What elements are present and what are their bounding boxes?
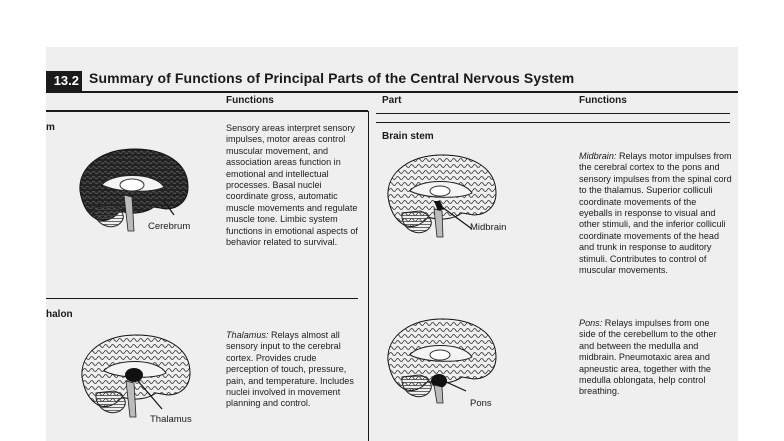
label-thalamus: Thalamus [150, 414, 192, 425]
cerebrum-illustration [79, 148, 189, 232]
part-thalamus-fragment: halon [46, 309, 73, 320]
title-rule [46, 91, 738, 93]
label-midbrain: Midbrain [470, 222, 507, 233]
midbrain-illustration [387, 154, 497, 238]
functions-pons-heading: Pons: [579, 318, 603, 328]
label-pons: Pons [470, 398, 492, 409]
row-rule-left [46, 298, 358, 300]
label-cerebrum: Cerebrum [148, 221, 191, 232]
functions-cerebrum: Sensory areas interpret sensory impulses… [226, 123, 358, 248]
header-functions-right: Functions [579, 95, 627, 106]
functions-thalamus: Thalamus: Relays almost all sensory inpu… [226, 330, 360, 410]
part-cerebrum-fragment: m [46, 122, 55, 133]
functions-midbrain-heading: Midbrain: [579, 151, 617, 161]
pons-illustration [387, 318, 497, 404]
column-divider [368, 111, 369, 441]
thalamus-illustration [81, 334, 191, 418]
header-part: Part [382, 95, 402, 106]
table-number: 13.2 [46, 71, 82, 91]
functions-thalamus-text: Relays almost all sensory input to the c… [226, 330, 354, 409]
table-title: Summary of Functions of Principal Parts … [89, 70, 575, 86]
header-rule-left [46, 110, 368, 112]
functions-midbrain-text: Relays motor impulses from the cerebral … [579, 151, 732, 276]
functions-midbrain: Midbrain: Relays motor impulses from the… [579, 151, 732, 276]
part-brain-stem: Brain stem [382, 131, 434, 142]
functions-pons-text: Relays impulses from one side of the cer… [579, 318, 717, 397]
header-functions-left: Functions [226, 95, 274, 106]
document-page: 13.2 Summary of Functions of Principal P… [46, 47, 738, 441]
header-rule-right [376, 113, 730, 115]
header-rule-right-2 [376, 122, 730, 123]
functions-thalamus-heading: Thalamus: [226, 330, 269, 340]
functions-pons: Pons: Relays impulses from one side of t… [579, 318, 717, 398]
